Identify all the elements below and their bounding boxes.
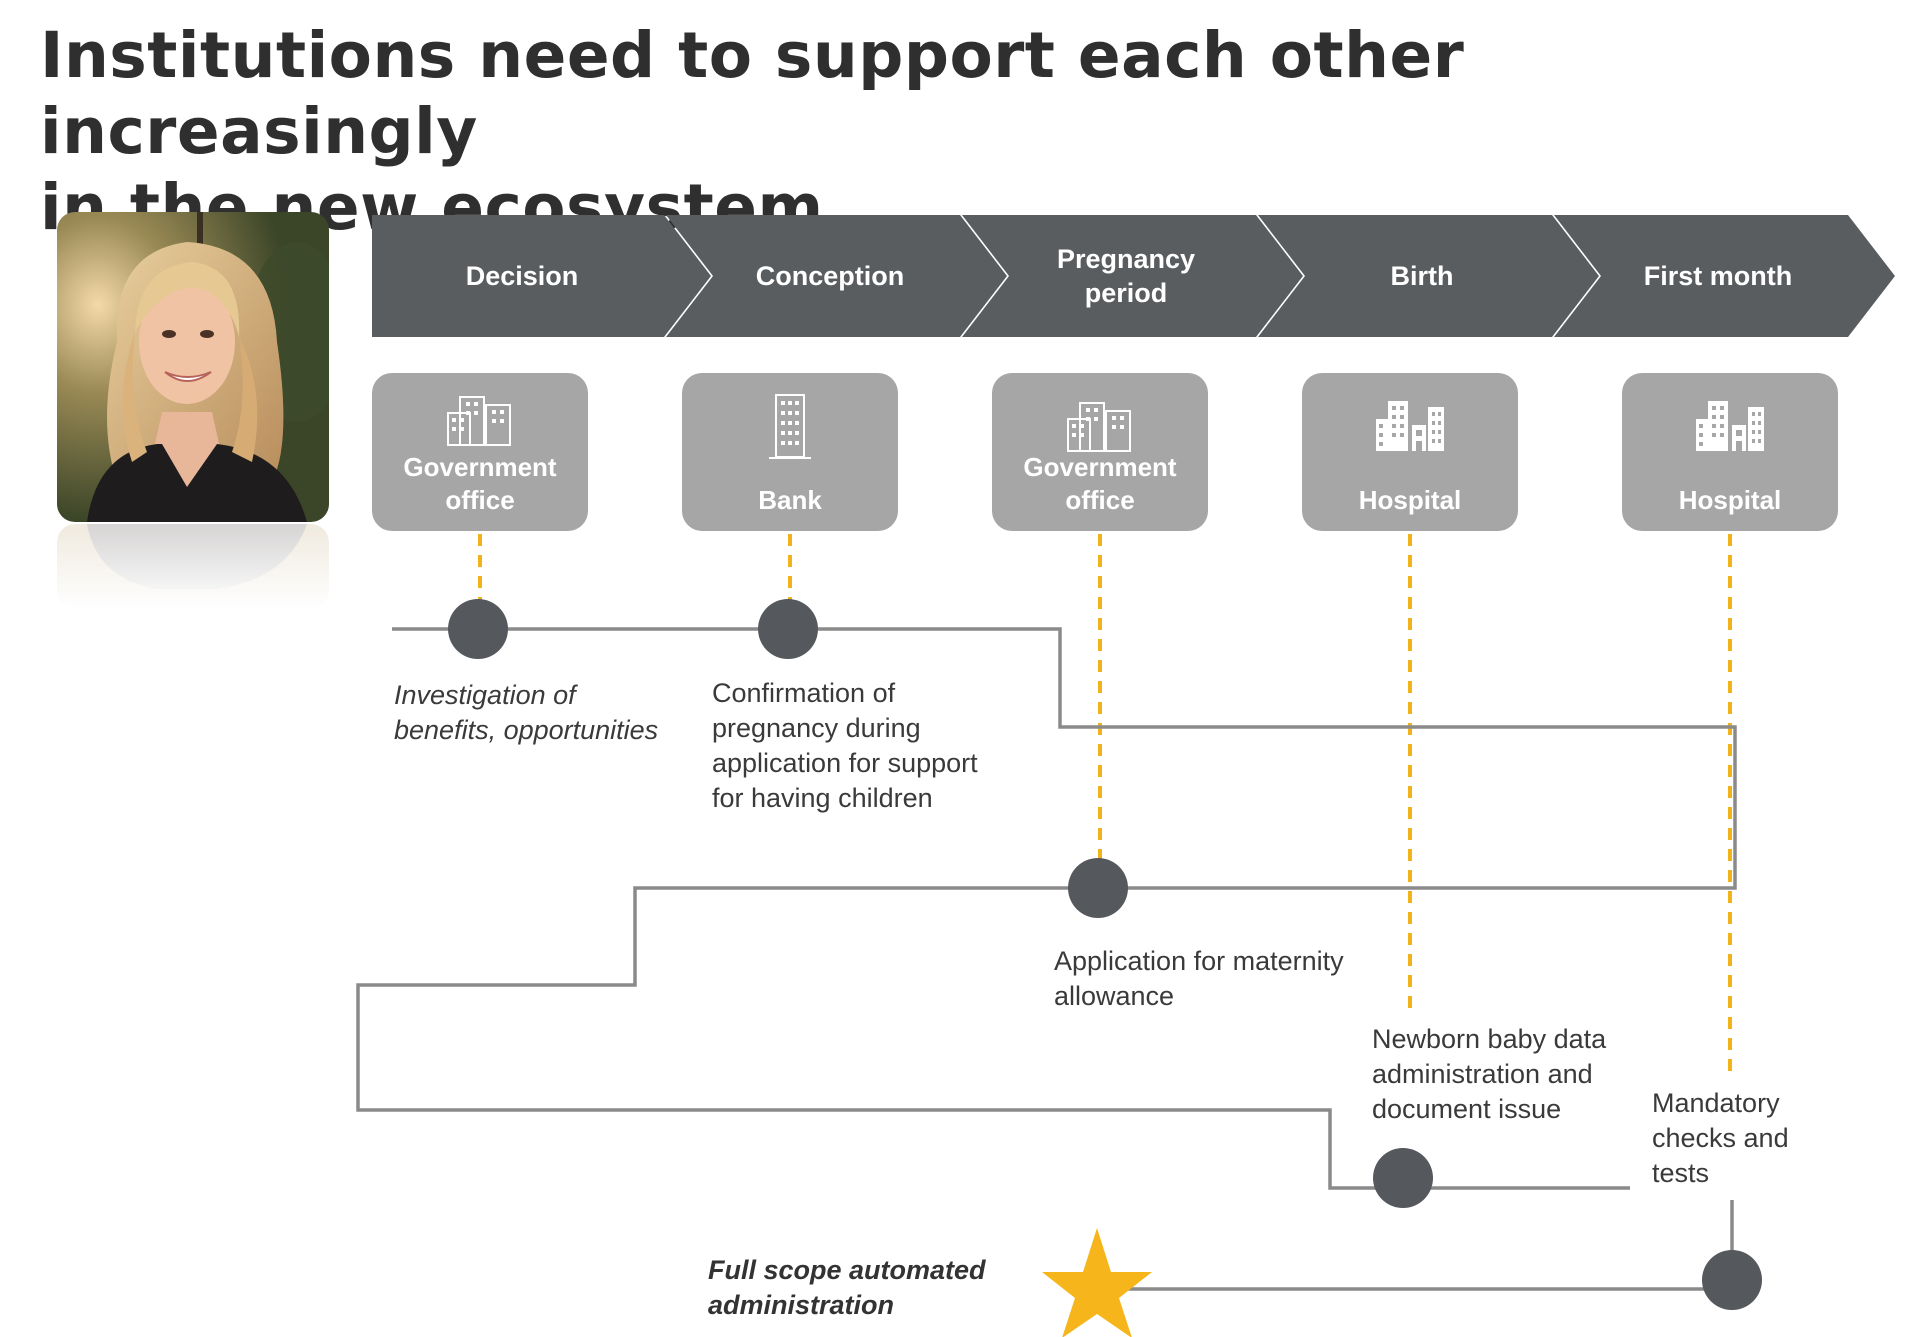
institution-label-line1: Government — [403, 452, 557, 482]
step-mandatory-checks: Mandatory checks and tests — [1652, 1086, 1852, 1191]
chevron-pregnancy — [962, 215, 1303, 337]
node-confirmation — [758, 599, 818, 659]
institution-label-line2: Bank — [758, 485, 822, 515]
stage-first-month: First month — [1643, 261, 1793, 291]
chevron-birth — [1258, 215, 1599, 337]
final-outcome: Full scope automated administration — [708, 1255, 986, 1320]
portrait-photo — [57, 212, 329, 522]
institution-government-office-2: Government office — [992, 373, 1208, 531]
title-line-1: Institutions need to support each other … — [40, 19, 1465, 168]
hospital-buildings-icon — [1376, 401, 1444, 451]
stage-conception: Conception — [755, 261, 905, 291]
node-investigation — [448, 599, 508, 659]
step-investigation: Investigation of benefits, opportunities — [394, 680, 659, 745]
institution-label-line1: Government — [1023, 452, 1177, 482]
stage-decision: Decision — [465, 261, 579, 291]
step-newborn-data: Newborn baby data administration and doc… — [1372, 1024, 1607, 1124]
office-buildings-icon — [447, 396, 511, 446]
path-line — [356, 627, 1737, 1190]
star-icon — [1042, 1228, 1152, 1337]
stage-pregnancy-period: Pregnancy period — [1056, 244, 1196, 308]
node-mandatory — [1702, 1250, 1762, 1310]
office-buildings-icon — [1067, 402, 1131, 452]
chevron-decision — [372, 215, 711, 337]
chevron-conception — [666, 215, 1007, 337]
node-newborn — [1373, 1148, 1433, 1208]
institution-bank: Bank — [682, 373, 898, 531]
stage-birth: Birth — [1390, 261, 1454, 291]
node-maternity — [1068, 858, 1128, 918]
step-confirmation: Confirmation of pregnancy during applica… — [712, 678, 978, 813]
page-title: Institutions need to support each other … — [40, 18, 1900, 246]
tower-building-icon — [769, 394, 811, 459]
institution-hospital-1: Hospital — [1302, 373, 1518, 531]
step-maternity-allowance: Application for maternity allowance — [1054, 946, 1344, 1011]
institution-label-line2: office — [445, 485, 515, 515]
institution-label-line2: Hospital — [1678, 485, 1782, 515]
chevron-first-month — [1554, 215, 1895, 337]
portrait-photo-reflection — [57, 524, 329, 609]
institution-label-line2: office — [1065, 485, 1135, 515]
hospital-buildings-icon — [1696, 401, 1764, 451]
institution-government-office-1: Government office — [372, 373, 588, 531]
institution-label-line2: Hospital — [1358, 485, 1462, 515]
institution-hospital-2: Hospital — [1622, 373, 1838, 531]
